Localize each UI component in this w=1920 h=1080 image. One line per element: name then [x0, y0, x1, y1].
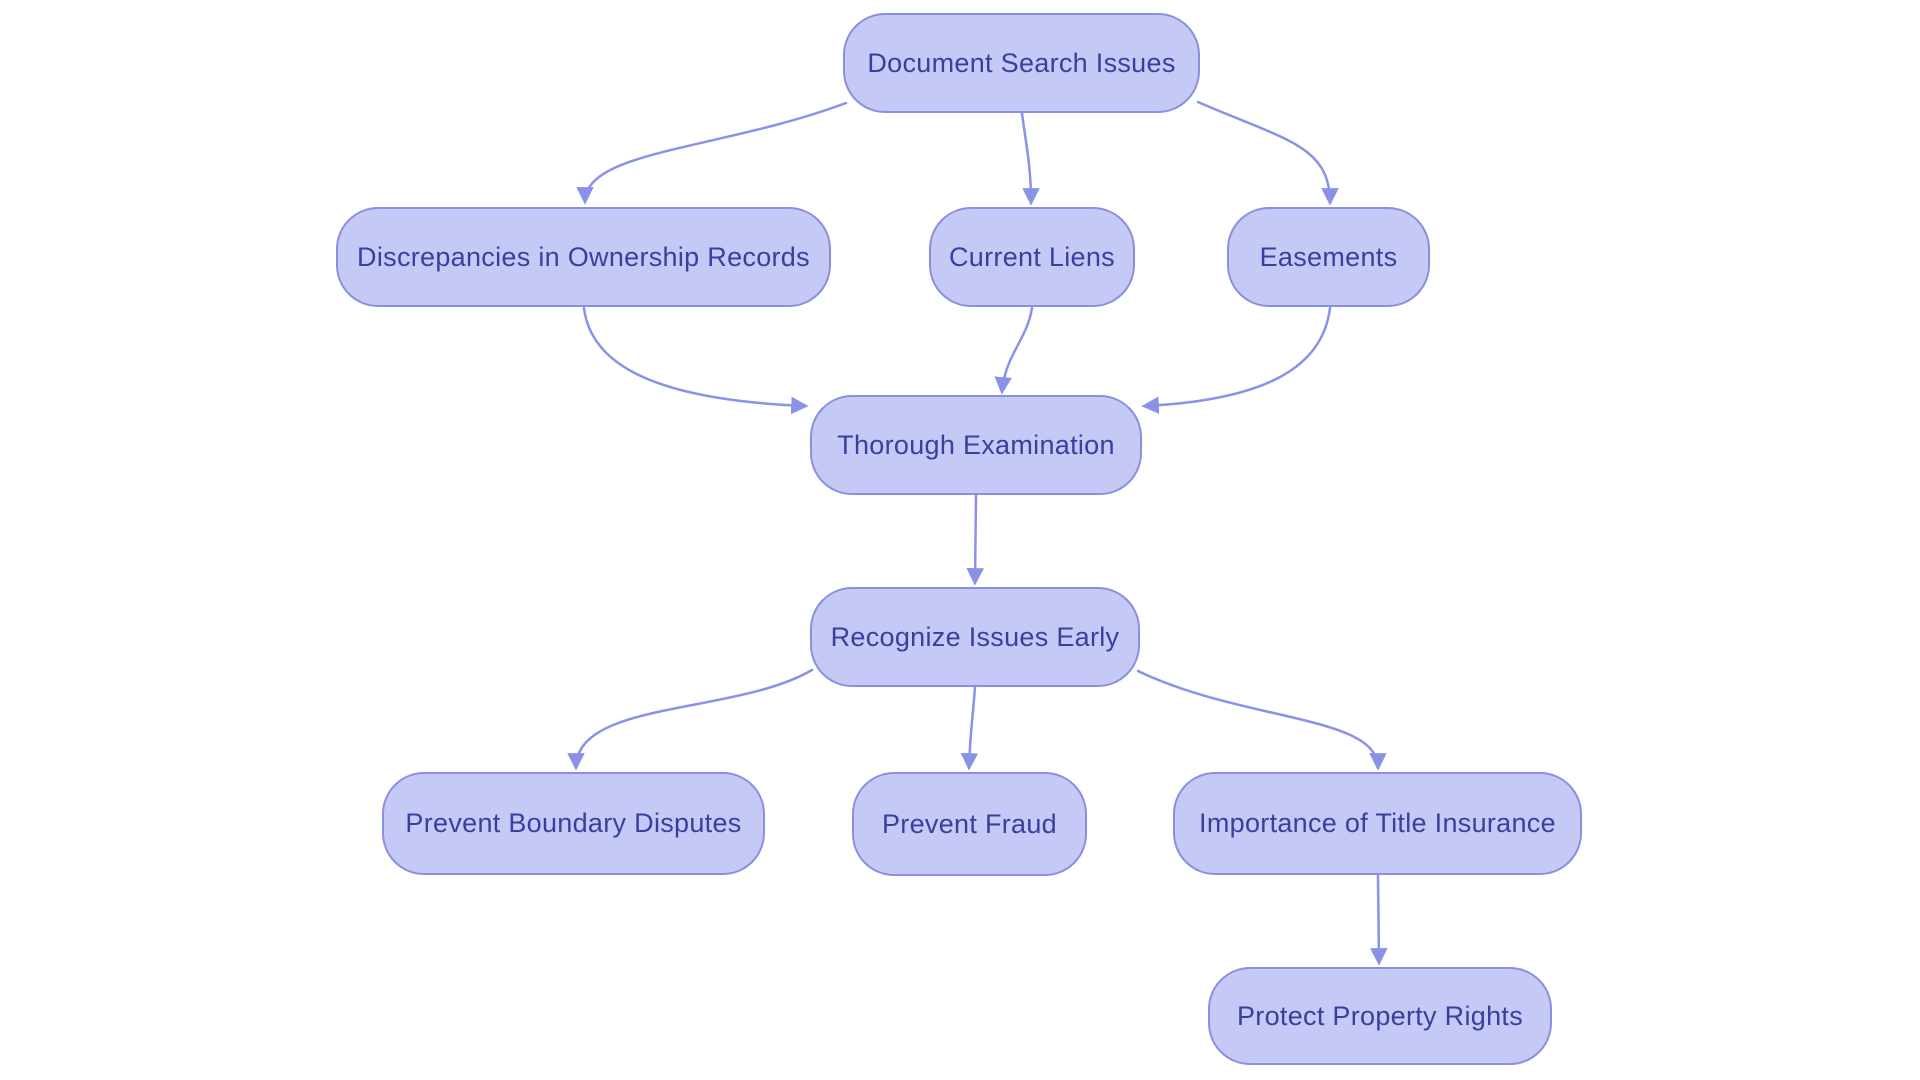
- edge-current-liens-to-thorough-examination: [994, 306, 1034, 395]
- edge-easements-to-thorough-examination: [1141, 306, 1332, 415]
- edge-recognize-issues-early-to-prevent-boundary-disputes: [567, 668, 814, 771]
- edge-thorough-examination-to-recognize-issues-early: [966, 493, 984, 586]
- edge-recognize-issues-early-to-importance-of-title-insurance: [1136, 669, 1387, 771]
- node-prevent-fraud: Prevent Fraud: [852, 772, 1087, 876]
- node-current-liens: Current Liens: [929, 207, 1135, 307]
- node-document-search-issues: Document Search Issues: [843, 13, 1200, 113]
- node-protect-property-rights: Protect Property Rights: [1208, 967, 1552, 1065]
- node-thorough-examination: Thorough Examination: [810, 395, 1142, 495]
- node-recognize-issues-early: Recognize Issues Early: [810, 587, 1140, 687]
- node-discrepancies-in-ownership-records: Discrepancies in Ownership Records: [336, 207, 831, 307]
- edge-document-search-issues-to-current-liens: [1020, 111, 1040, 206]
- edge-recognize-issues-early-to-prevent-fraud: [960, 685, 979, 771]
- edge-document-search-issues-to-discrepancies-in-ownership-records: [576, 101, 848, 205]
- node-importance-of-title-insurance: Importance of Title Insurance: [1173, 772, 1582, 875]
- edge-discrepancies-in-ownership-records-to-thorough-examination: [582, 306, 809, 415]
- edge-importance-of-title-insurance-to-protect-property-rights: [1370, 873, 1388, 966]
- node-easements: Easements: [1227, 207, 1430, 307]
- node-prevent-boundary-disputes: Prevent Boundary Disputes: [382, 772, 765, 875]
- edge-document-search-issues-to-easements: [1196, 100, 1339, 206]
